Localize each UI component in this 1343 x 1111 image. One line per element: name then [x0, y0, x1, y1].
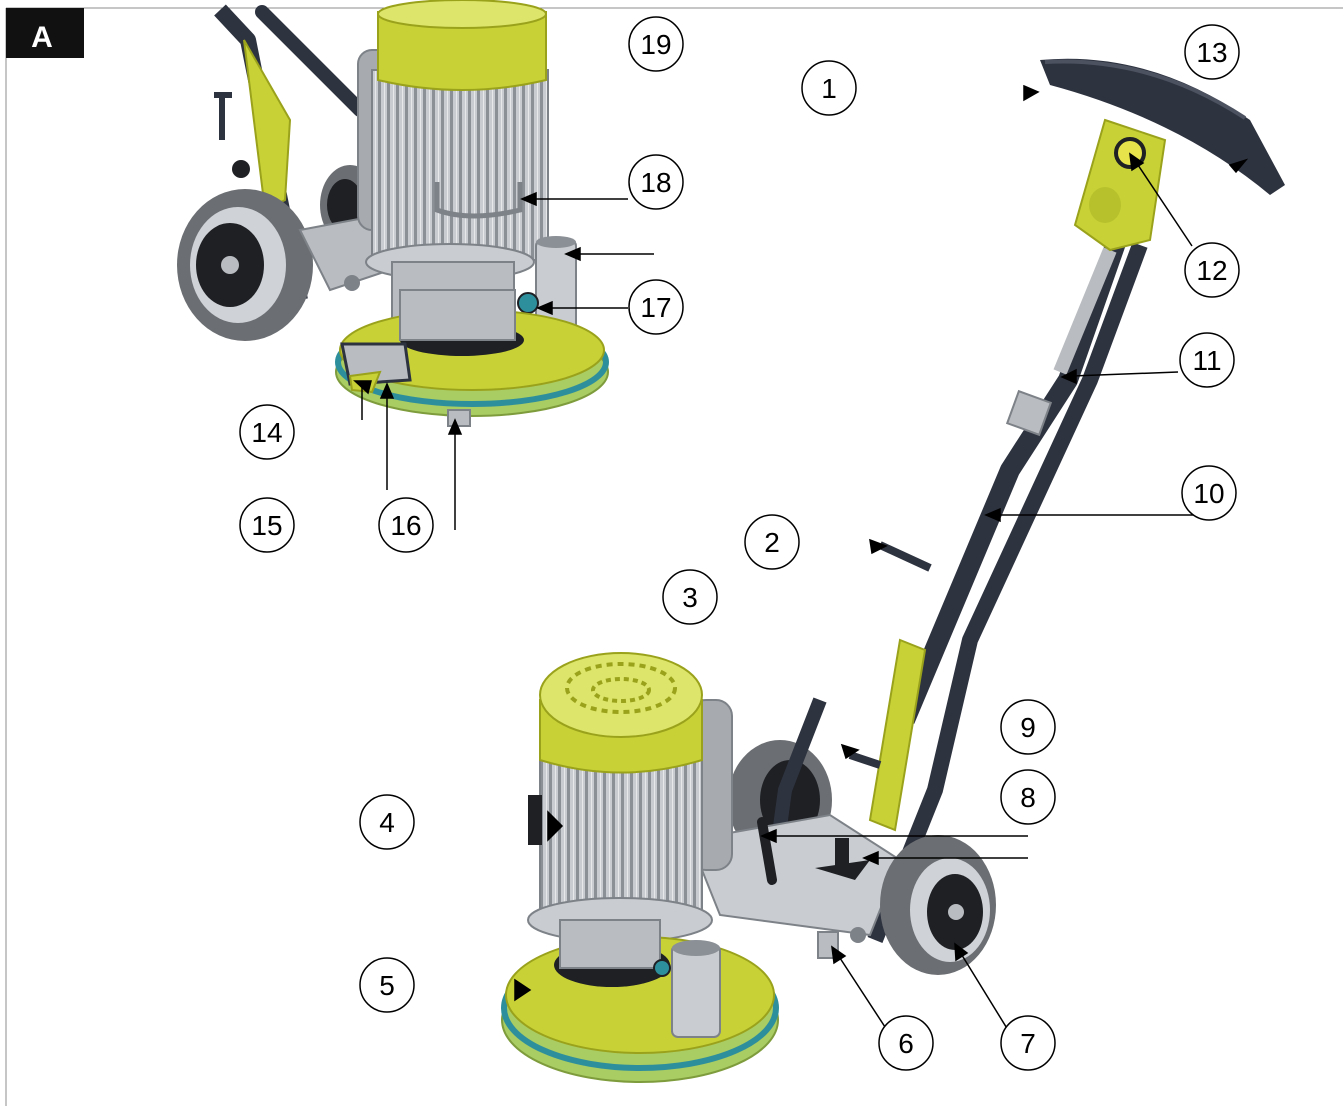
callout-19: 19 [628, 16, 684, 72]
svg-text:15: 15 [251, 510, 282, 541]
callouts: 19 1 13 18 12 17 11 14 10 15 16 2 3 9 8 … [239, 16, 1240, 1071]
callout-4: 4 [359, 794, 415, 850]
callout-17: 17 [628, 279, 684, 335]
svg-text:5: 5 [379, 970, 395, 1001]
callout-18: 18 [628, 154, 684, 210]
callout-7: 7 [1000, 1015, 1056, 1071]
svg-text:7: 7 [1020, 1028, 1036, 1059]
main-view-machine [501, 58, 1285, 1083]
callout-9: 9 [1000, 699, 1056, 755]
svg-text:19: 19 [640, 29, 671, 60]
callout-2: 2 [744, 514, 800, 570]
callout-10: 10 [1181, 465, 1237, 521]
svg-text:4: 4 [379, 807, 395, 838]
svg-text:12: 12 [1196, 255, 1227, 286]
svg-text:3: 3 [682, 582, 698, 613]
svg-text:9: 9 [1020, 712, 1036, 743]
callout-1: 1 [801, 60, 857, 116]
callout-3: 3 [662, 569, 718, 625]
svg-text:16: 16 [390, 510, 421, 541]
svg-text:1: 1 [821, 73, 837, 104]
svg-text:11: 11 [1192, 345, 1221, 376]
svg-text:18: 18 [640, 167, 671, 198]
detail-view-drive-unit [177, 0, 609, 427]
panel-label: A [6, 8, 84, 58]
callout-15: 15 [239, 497, 295, 553]
callout-6: 6 [878, 1015, 934, 1071]
main-right-wheel [880, 835, 996, 975]
svg-text:17: 17 [640, 292, 671, 323]
svg-text:2: 2 [764, 527, 780, 558]
svg-text:6: 6 [898, 1028, 914, 1059]
svg-text:10: 10 [1193, 478, 1224, 509]
panel-label-text: A [31, 21, 53, 54]
callout-8: 8 [1000, 769, 1056, 825]
leader-lines [353, 84, 1249, 1031]
callout-14: 14 [239, 404, 295, 460]
svg-text:13: 13 [1196, 37, 1227, 68]
detail-rear-wheel [177, 189, 313, 341]
svg-text:8: 8 [1020, 782, 1036, 813]
callout-5: 5 [359, 957, 415, 1013]
svg-text:14: 14 [251, 417, 282, 448]
handle-grip [1040, 58, 1285, 252]
callout-11: 11 [1179, 332, 1235, 388]
callout-12: 12 [1184, 242, 1240, 298]
callout-16: 16 [378, 497, 434, 553]
callout-13: 13 [1184, 24, 1240, 80]
